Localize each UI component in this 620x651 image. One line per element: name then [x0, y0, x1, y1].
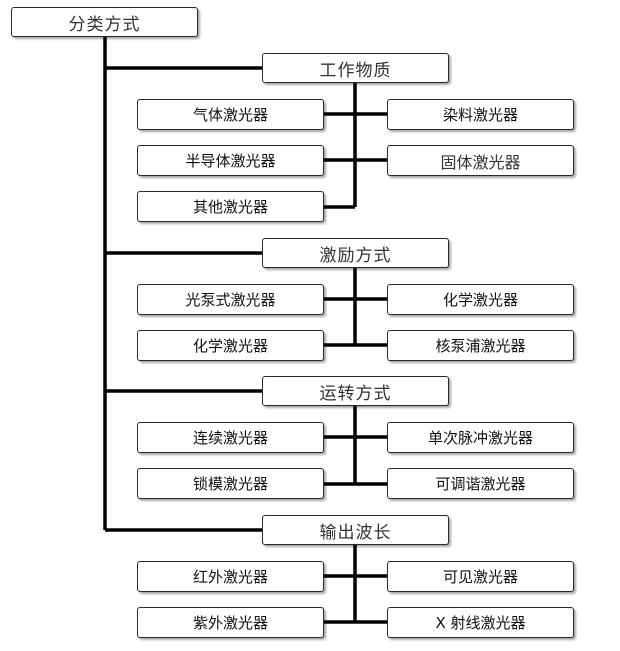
diagram-node: X 射线激光器 — [387, 607, 574, 638]
diagram-node: 半导体激光器 — [137, 145, 324, 176]
diagram-node: 气体激光器 — [137, 99, 324, 130]
diagram-node: 化学激光器 — [137, 330, 324, 361]
diagram-node: 其他激光器 — [137, 191, 324, 222]
diagram-node: 染料激光器 — [387, 99, 574, 130]
section-title-working-medium: 工作物质 — [262, 53, 449, 83]
diagram-node: 核泵浦激光器 — [387, 330, 574, 361]
section-title-output-wavelength: 输出波长 — [262, 515, 449, 545]
diagram-node: 可见激光器 — [387, 561, 574, 592]
diagram-node: 光泵式激光器 — [137, 284, 324, 315]
diagram-node: 单次脉冲激光器 — [387, 422, 574, 453]
diagram-node: 固体激光器 — [387, 145, 574, 176]
section-title-excitation: 激励方式 — [262, 238, 449, 268]
diagram-node: 连续激光器 — [137, 422, 324, 453]
diagram-node: 红外激光器 — [137, 561, 324, 592]
diagram-node: 紫外激光器 — [137, 607, 324, 638]
diagram-node: 可调谐激光器 — [387, 468, 574, 499]
diagram-node: 锁模激光器 — [137, 468, 324, 499]
section-title-operation: 运转方式 — [262, 376, 449, 406]
root-node: 分类方式 — [11, 7, 198, 37]
diagram-node: 化学激光器 — [387, 284, 574, 315]
